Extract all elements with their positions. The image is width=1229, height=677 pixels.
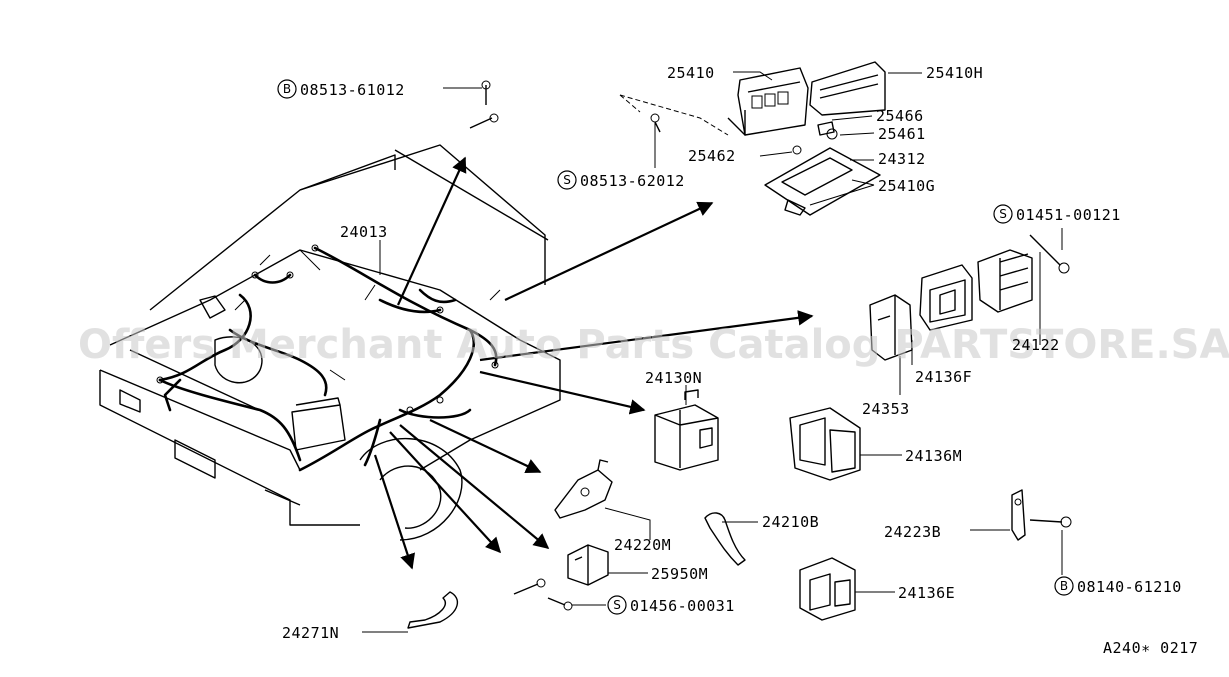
label-24130N: 24130N: [645, 369, 702, 387]
part-24210B-clip: [704, 512, 746, 566]
label-24013: 24013: [340, 223, 388, 241]
label-25410H: 25410H: [926, 64, 983, 82]
label-24136M: 24136M: [905, 447, 962, 465]
bolt-prefix: B: [1060, 579, 1068, 593]
label-25410G: 25410G: [878, 177, 935, 195]
bolt-08513-61012: [469, 80, 499, 129]
bolt-prefix: B: [283, 82, 291, 96]
part-24136M-connector: [789, 407, 861, 481]
bolt-number: 01451-00121: [1016, 206, 1121, 224]
label-24220M: 24220M: [614, 536, 671, 554]
wiring-harness: [156, 244, 501, 472]
part-24271N-clip: [407, 591, 459, 629]
label-25410: 25410: [667, 64, 715, 82]
label-25462: 25462: [688, 147, 736, 165]
bolt-number: 08513-61012: [300, 81, 405, 99]
bolt-number: 08513-62012: [580, 172, 685, 190]
part-25410H-bezel: [809, 61, 886, 116]
part-24130N-relay: [654, 389, 719, 471]
part-labels: 25410 25410H 25466 25461 25462 24312 254…: [282, 64, 1198, 657]
label-24271N: 24271N: [282, 624, 339, 642]
part-24220M-bracket: [554, 459, 613, 519]
callout-arrows: [373, 156, 814, 570]
part-24136E-connector: [799, 557, 856, 621]
bolt-prefix: S: [613, 598, 621, 612]
label-24353: 24353: [862, 400, 910, 418]
label-24312: 24312: [878, 150, 926, 168]
part-24223B-bracket: [1011, 489, 1072, 541]
bolt-callout-08513-62012: S 08513-62012: [557, 170, 685, 190]
label-24210B: 24210B: [762, 513, 819, 531]
bolt-callout-01456-00031: S 01456-00031: [607, 595, 735, 615]
label-25461: 25461: [878, 125, 926, 143]
part-24312-panel: [764, 147, 881, 216]
part-25950M-relay: [567, 544, 609, 586]
label-24122: 24122: [1012, 336, 1060, 354]
screw-01451: [1029, 234, 1070, 274]
label-25950M: 25950M: [651, 565, 708, 583]
screw-01456: [513, 578, 573, 611]
part-25466-25461-clips: [792, 121, 838, 155]
part-24136F-connector: [919, 264, 973, 331]
bolt-prefix: S: [563, 173, 571, 187]
label-24223B: 24223B: [884, 523, 941, 541]
label-24136F: 24136F: [915, 368, 972, 386]
bolt-prefix: S: [999, 207, 1007, 221]
bolt-callout-01451-00121: S 01451-00121: [993, 204, 1121, 224]
diagram-code: A240∗ 0217: [1103, 639, 1198, 657]
bolt-callout-08140-61210: B 08140-61210: [1054, 576, 1182, 596]
bolt-callout-08513-61012: B 08513-61012: [277, 79, 405, 99]
part-24122-connector: [977, 249, 1033, 313]
label-25466: 25466: [876, 107, 924, 125]
watermark-text: Offers Merchant Auto Parts Catalog PARTS…: [78, 322, 1229, 368]
part-25410-switch-cluster: [619, 67, 809, 136]
bolt-number: 01456-00031: [630, 597, 735, 615]
leader-lines: [362, 71, 1063, 633]
label-24136E: 24136E: [898, 584, 955, 602]
bolt-number: 08140-61210: [1077, 578, 1182, 596]
car-body: [99, 144, 561, 541]
